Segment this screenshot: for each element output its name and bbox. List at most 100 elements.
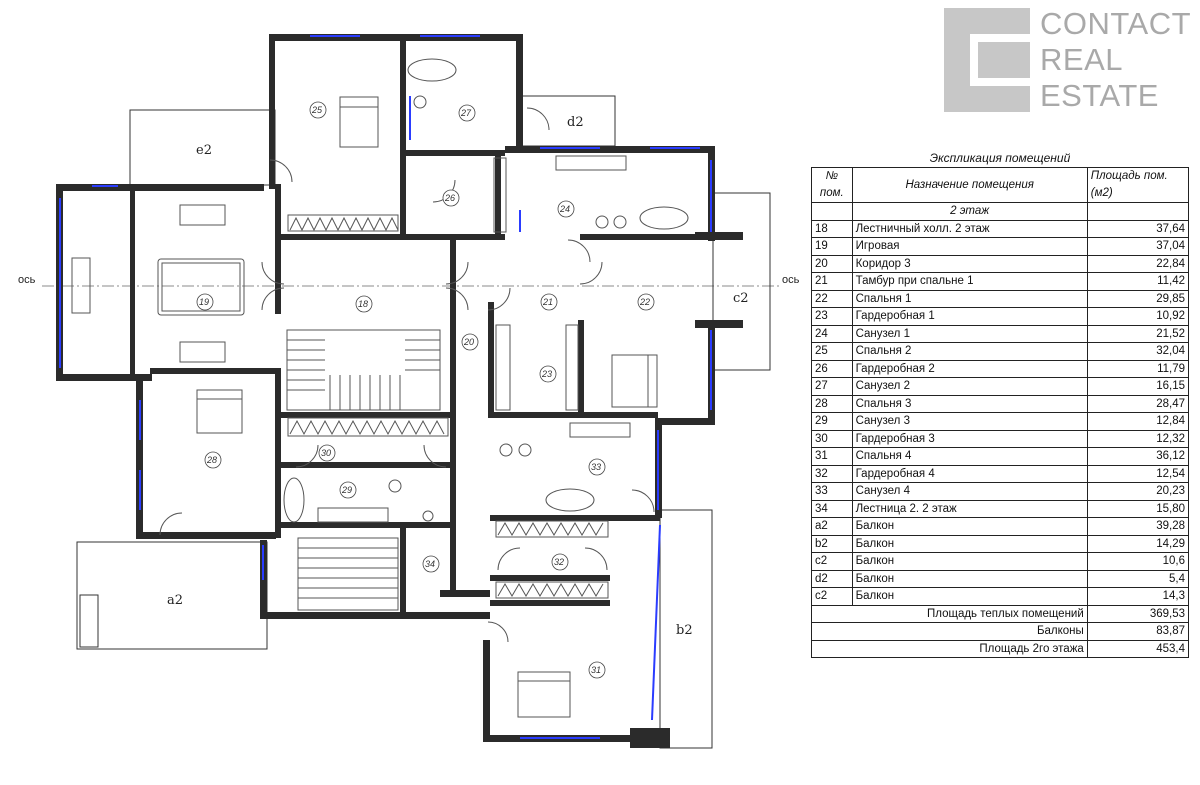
cell-name: Гардеробная 4	[851, 464, 1088, 483]
table-header-row: № пом. Назначение помещения Площадь пом.…	[811, 167, 1190, 203]
inner-walls	[130, 34, 743, 618]
cell-no: a2	[811, 517, 853, 536]
cell-area: 12,32	[1086, 429, 1190, 448]
cell-no: 28	[811, 394, 853, 413]
axis-label-right: ось	[782, 274, 800, 286]
cell-area: 20,23	[1086, 482, 1190, 501]
balcony-label-e2: e2	[196, 143, 212, 158]
cell-area: 14,29	[1086, 534, 1190, 553]
total-value: 369,53	[1086, 604, 1190, 623]
logo-line-2: REAL	[1040, 42, 1123, 77]
room-schedule: Экспликация помещений № пом. Назначение …	[811, 149, 1190, 658]
cell-area: 12,54	[1086, 464, 1190, 483]
cell-name: Балкон	[851, 569, 1088, 588]
svg-text:31: 31	[591, 665, 601, 675]
header-area: Площадь пом. (м2)	[1086, 167, 1190, 203]
cell-no: 29	[811, 412, 853, 431]
bath-24	[639, 206, 689, 230]
balcony-label-b2: b2	[676, 623, 693, 638]
cell-name: Лестничный холл. 2 этаж	[851, 219, 1088, 238]
cell-name: Гардеробная 3	[851, 429, 1088, 448]
cell-no: 21	[811, 272, 853, 291]
svg-text:28: 28	[206, 455, 217, 465]
svg-text:29: 29	[341, 485, 352, 495]
svg-text:20: 20	[463, 337, 474, 347]
table-floor-row: 2 этаж	[811, 202, 1190, 221]
svg-text:33: 33	[591, 462, 601, 472]
svg-text:24: 24	[559, 204, 570, 214]
total-value: 453,4	[1086, 639, 1190, 658]
svg-text:21: 21	[542, 297, 553, 307]
stairs-18	[286, 329, 441, 411]
cell-no: d2	[811, 569, 853, 588]
table-title: Экспликация помещений	[929, 151, 1071, 165]
cell-name: Балкон	[851, 552, 1088, 571]
total-label: Площадь 2го этажа	[811, 639, 1088, 658]
svg-text:18: 18	[358, 299, 368, 309]
svg-text:26: 26	[444, 193, 455, 203]
header-name: Назначение помещения	[851, 167, 1088, 203]
cell-no: c2	[811, 587, 853, 606]
cell-area: 28,47	[1086, 394, 1190, 413]
floor-empty-cell	[811, 202, 853, 221]
cell-area: 10,6	[1086, 552, 1190, 571]
cell-no: 19	[811, 237, 853, 256]
balcony-label-a2: a2	[167, 593, 183, 608]
logo-line-3: ESTATE	[1040, 78, 1159, 113]
cell-area: 36,12	[1086, 447, 1190, 466]
room-numbers: 18 19 20 21 22 23 24 25 26 27 28 29 30 3…	[196, 101, 655, 679]
cell-name: Балкон	[851, 534, 1088, 553]
total-label: Площадь теплых помещений	[811, 604, 1088, 623]
cell-area: 12,84	[1086, 412, 1190, 431]
svg-text:32: 32	[554, 557, 564, 567]
stairs-34	[297, 537, 399, 611]
cell-area: 39,28	[1086, 517, 1190, 536]
cell-no: 20	[811, 254, 853, 273]
cell-name: Спальня 2	[851, 342, 1088, 361]
cell-no: 23	[811, 307, 853, 326]
bed-28	[196, 389, 243, 434]
cell-area: 22,84	[1086, 254, 1190, 273]
cell-name: Спальня 3	[851, 394, 1088, 413]
cell-name: Лестница 2. 2 этаж	[851, 499, 1088, 518]
cell-name: Спальня 1	[851, 289, 1088, 308]
cell-no: 32	[811, 464, 853, 483]
cell-no: 25	[811, 342, 853, 361]
balcony-label-c2: c2	[733, 291, 749, 306]
cell-area: 32,04	[1086, 342, 1190, 361]
header-no: № пом.	[811, 167, 853, 203]
bed-25	[339, 96, 379, 148]
cell-name: Санузел 1	[851, 324, 1088, 343]
svg-text:19: 19	[199, 297, 209, 307]
balcony-a2-rail	[79, 594, 99, 648]
room-table: № пом. Назначение помещения Площадь пом.…	[811, 167, 1190, 658]
cell-name: Балкон	[851, 587, 1088, 606]
cell-no: 30	[811, 429, 853, 448]
floor-plan: ось ось	[18, 34, 800, 749]
cell-no: 18	[811, 219, 853, 238]
svg-text:27: 27	[460, 108, 472, 118]
bed-22	[611, 354, 658, 408]
bath-29	[283, 477, 305, 523]
cell-area: 37,64	[1086, 219, 1190, 238]
cell-name: Санузел 3	[851, 412, 1088, 431]
svg-text:22: 22	[639, 297, 650, 307]
balcony-label-d2: d2	[567, 115, 584, 130]
cell-area: 14,3	[1086, 587, 1190, 606]
cell-area: 15,80	[1086, 499, 1190, 518]
company-logo: CONTACT REAL ESTATE	[944, 6, 1194, 116]
